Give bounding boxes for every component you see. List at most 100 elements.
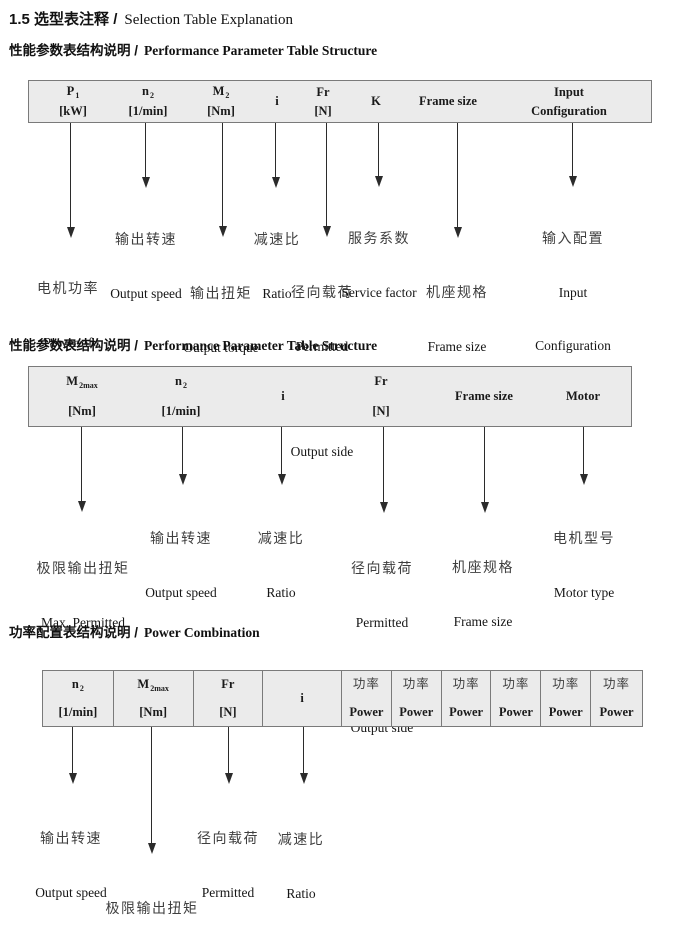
callout-zh: 输出转速	[40, 830, 102, 846]
col-symbol: M2max	[66, 375, 97, 391]
power-zh: 功率	[402, 677, 430, 691]
col-fr: Fr [N]	[372, 367, 389, 426]
symbol-text: M	[212, 84, 225, 98]
callout-en-line: Max. Permitted	[41, 615, 125, 630]
page-title-zh: 1.5 选型表注释 /	[9, 11, 118, 28]
col-i: i	[275, 81, 278, 122]
col-unit: [N]	[314, 103, 332, 118]
col-symbol: Frame size	[455, 389, 513, 403]
col-unit: Configuration	[531, 103, 607, 118]
col-symbol: Frame size	[419, 94, 477, 108]
arrow-n2	[141, 123, 150, 188]
callout-en-line: Input	[558, 285, 588, 300]
col-p1: P1 [kW]	[59, 81, 87, 122]
arrow-i	[299, 727, 308, 784]
power-zh: 功率	[603, 677, 631, 691]
power-en: Power	[498, 705, 533, 719]
symbol-sub: 2	[225, 91, 230, 100]
callout-ratio: 减速比 Ratio	[278, 796, 325, 931]
performance-table-header-2: M2max [Nm] n2 [1/min] i Fr [N] Frame siz…	[28, 366, 632, 427]
callout-output-speed: 输出转速 Output speed	[110, 196, 182, 339]
arrow-n2	[178, 427, 187, 485]
section1-heading-en: Performance Parameter Table Structure	[144, 43, 378, 58]
col-symbol: M2max	[137, 678, 168, 694]
symbol-sub: 2	[79, 684, 84, 693]
arrow-k	[374, 123, 383, 187]
col-k: K	[371, 81, 381, 122]
power-zh: 功率	[552, 677, 580, 691]
callout-zh: 径向载荷	[290, 284, 353, 300]
callout-en-line: Configuration	[535, 337, 611, 353]
col-symbol: i	[281, 389, 285, 403]
power-en: Power	[399, 705, 434, 719]
callout-motor-type: 电机型号 Motor type	[553, 495, 615, 638]
callout-output-speed: 输出转速 Output speed	[35, 795, 107, 931]
callout-input-configuration: 输入配置 Input Configuration	[535, 195, 611, 390]
symbol-text: n	[175, 374, 182, 388]
callout-zh: 机座规格	[452, 559, 514, 575]
callout-en-line: Ratio	[262, 286, 292, 301]
power-combination-table-header: n2 [1/min] M2max [Nm] Fr [N] i 功率 Power …	[42, 670, 643, 727]
section1-heading-zh: 性能参数表结构说明 /	[9, 43, 139, 58]
callout-en-line: Output speed	[145, 585, 217, 600]
col-power-3: 功率 Power	[442, 671, 492, 726]
col-power-1: 功率 Power	[342, 671, 392, 726]
callout-zh: 减速比	[277, 831, 325, 847]
callout-service-factor: 服务系数 Service factor	[341, 195, 416, 338]
col-input-configuration: Input Configuration	[531, 81, 607, 122]
power-zh: 功率	[502, 677, 530, 691]
callout-zh: 径向载荷	[350, 560, 413, 576]
col-m2max: M2max [Nm]	[66, 367, 97, 426]
col-unit: [Nm]	[139, 705, 168, 719]
arrow-frame-size	[453, 123, 462, 238]
callout-zh: 输出扭矩	[190, 285, 252, 301]
col-n2: n2 [1/min]	[129, 81, 168, 122]
arrow-p1	[66, 123, 75, 238]
col-power-4: 功率 Power	[491, 671, 542, 726]
col-symbol: Fr	[374, 374, 388, 388]
col-power-5: 功率 Power	[541, 671, 592, 726]
callout-zh: 径向载荷	[196, 830, 259, 846]
power-en: Power	[349, 705, 384, 719]
callout-zh: 电机型号	[553, 530, 615, 546]
arrow-i	[277, 427, 286, 485]
callout-ratio: 减速比 Ratio	[258, 495, 305, 638]
symbol-text: P	[66, 84, 75, 98]
callout-zh: 减速比	[253, 231, 301, 247]
col-fr: Fr [N]	[194, 671, 264, 726]
callout-en-line: Permitted	[295, 339, 349, 354]
arrow-motor	[579, 427, 588, 485]
col-symbol: K	[371, 94, 381, 108]
section3-heading: 功率配置表结构说明 / Power Combination	[9, 621, 260, 642]
callout-max-output-torque: 极限输出扭矩 Max. Permitted Output torque	[106, 865, 199, 931]
col-symbol: Fr	[316, 84, 330, 99]
page-title: 1.5 选型表注释 / Selection Table Explanation	[9, 8, 293, 29]
col-i: i	[263, 671, 342, 726]
callout-output-torque: 输出扭矩 Output torque	[183, 250, 258, 393]
callout-en-line: Output torque	[183, 340, 259, 355]
arrow-input-configuration	[568, 123, 577, 187]
col-symbol: P1	[66, 84, 80, 101]
section2-heading-zh: 性能参数表结构说明 /	[9, 338, 139, 353]
symbol-text: n	[142, 84, 149, 98]
section2-heading-en: Performance Parameter Table Structure	[144, 338, 378, 353]
col-symbol: i	[300, 691, 304, 705]
col-unit: [1/min]	[58, 705, 98, 719]
arrow-fr	[379, 427, 388, 513]
power-zh: 功率	[452, 677, 480, 691]
section2-heading: 性能参数表结构说明 / Performance Parameter Table …	[9, 334, 377, 355]
arrow-fr	[322, 123, 331, 237]
callout-ratio: 减速比 Ratio	[254, 196, 301, 339]
col-symbol: n2	[175, 374, 187, 391]
col-symbol: M2	[212, 84, 230, 101]
col-m2max: M2max [Nm]	[114, 671, 194, 726]
callout-overhung-load: 径向载荷 Permitted Overhung load Output side	[188, 795, 269, 931]
callout-zh: 输出转速	[150, 530, 212, 546]
callout-en-line: Permitted	[201, 885, 255, 900]
symbol-text: n	[71, 677, 79, 691]
page-title-en: Selection Table Explanation	[124, 12, 293, 28]
col-unit: [N]	[219, 705, 237, 719]
callout-output-speed: 输出转速 Output speed	[145, 495, 217, 638]
callout-en-line: Output side	[290, 444, 354, 459]
col-symbol: n2	[71, 677, 84, 694]
